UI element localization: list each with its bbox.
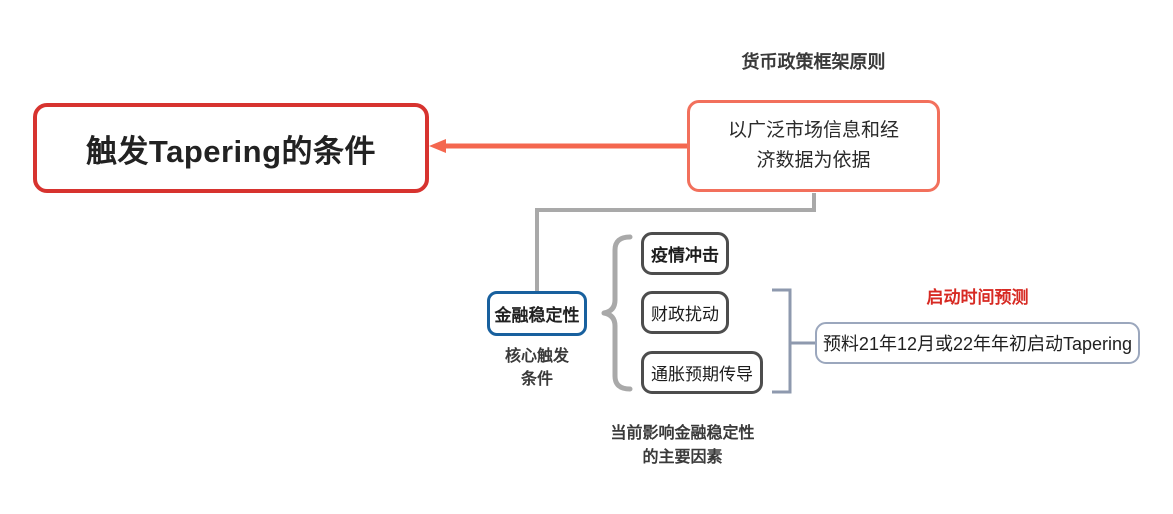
- framework-line-1: 以广泛市场信息和经: [727, 120, 899, 141]
- factor-node-fiscal[interactable]: 财政扰动: [641, 291, 729, 334]
- connector-framework-to-root: [429, 139, 687, 153]
- stability-caption-line-1: 核心触发: [504, 348, 569, 365]
- arrowhead-icon: [429, 139, 446, 153]
- stability-node[interactable]: 金融稳定性: [487, 291, 587, 336]
- factor-node-inflation[interactable]: 通胀预期传导: [641, 351, 763, 394]
- framework-line-2: 济数据为依据: [756, 150, 871, 171]
- factors-caption-line-1: 当前影响金融稳定性: [610, 425, 755, 442]
- framework-caption: 货币政策框架原则: [741, 52, 886, 72]
- factors-caption: 当前影响金融稳定性 的主要因素: [590, 422, 775, 470]
- factors-caption-line-2: 的主要因素: [642, 449, 723, 466]
- brace-stability-to-factors: [601, 234, 633, 392]
- framework-node[interactable]: 以广泛市场信息和经 济数据为依据: [687, 100, 940, 192]
- stability-caption: 核心触发 条件: [482, 345, 592, 391]
- root-node[interactable]: 触发Tapering的条件: [33, 103, 429, 193]
- prediction-node[interactable]: 预料21年12月或22年年初启动Tapering: [815, 322, 1140, 364]
- stability-caption-line-2: 条件: [520, 371, 553, 388]
- bracket-factors-to-prediction: [772, 288, 815, 394]
- prediction-caption: 启动时间预测: [926, 288, 1029, 307]
- factor-node-epidemic[interactable]: 疫情冲击: [641, 232, 729, 275]
